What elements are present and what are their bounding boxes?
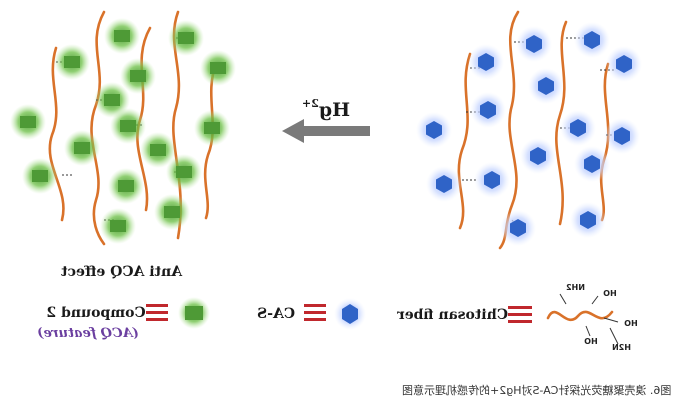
legend-chitosan: NH2 HO HO H2N HO Chitosan fiber (397, 283, 638, 352)
chitosan-fiber (203, 62, 218, 220)
legend: Compound 2 (ACQ feature) CA-S (37, 283, 637, 352)
chitosan-fiber (48, 46, 65, 222)
group-h2n: H2N (612, 343, 631, 352)
hg-charge: 2+ (302, 97, 319, 110)
legend-compound-2-symbol (178, 297, 210, 329)
equals-bars (146, 304, 168, 321)
equals-bars (508, 306, 532, 323)
chitosan-fiber (555, 20, 568, 226)
group-ho: HO (624, 319, 638, 328)
figure-caption: 图6. 溴壳聚糖荧光探针CA-S对Hg2+的传感机理示意图 (0, 380, 689, 400)
legend-chitosan-groups: NH2 HO HO H2N HO (566, 283, 638, 352)
legend-compound-2-note: (ACQ feature) (37, 326, 138, 341)
legend-chitosan-label: Chitosan fiber (397, 307, 508, 323)
group-nh2: NH2 (566, 283, 585, 292)
ca-s-particles (416, 22, 642, 246)
legend-chitosan-bonds (559, 293, 619, 345)
chitosan-fiber (90, 10, 106, 246)
legend-ca-s: CA-S (257, 298, 366, 330)
svg-text:Hg2+: Hg2+ (302, 97, 350, 121)
equals-bars (304, 304, 326, 321)
legend-ca-s-label: CA-S (257, 306, 295, 322)
compound-2-particles (10, 18, 236, 244)
legend-chitosan-fiber-symbol (546, 310, 614, 322)
legend-ca-s-symbol (334, 298, 366, 330)
right-panel (416, 10, 642, 250)
left-panel: Anti ACQ effect (10, 10, 236, 280)
arrow-icon (282, 119, 370, 143)
legend-compound-2-label: Compound 2 (46, 305, 145, 321)
left-panel-label: Anti ACQ effect (60, 264, 183, 280)
chitosan-fiber (457, 52, 472, 230)
hg-label: Hg (319, 99, 350, 121)
reaction-arrow: Hg2+ (282, 97, 370, 143)
arrow-label: Hg2+ (302, 97, 350, 121)
legend-compound-2: Compound 2 (ACQ feature) (37, 297, 210, 341)
group-ho: HO (603, 289, 617, 298)
figure-caption-text: 图6. 溴壳聚糖荧光探针CA-S对Hg2+的传感机理示意图 (401, 384, 671, 397)
group-ho: HO (584, 337, 598, 346)
